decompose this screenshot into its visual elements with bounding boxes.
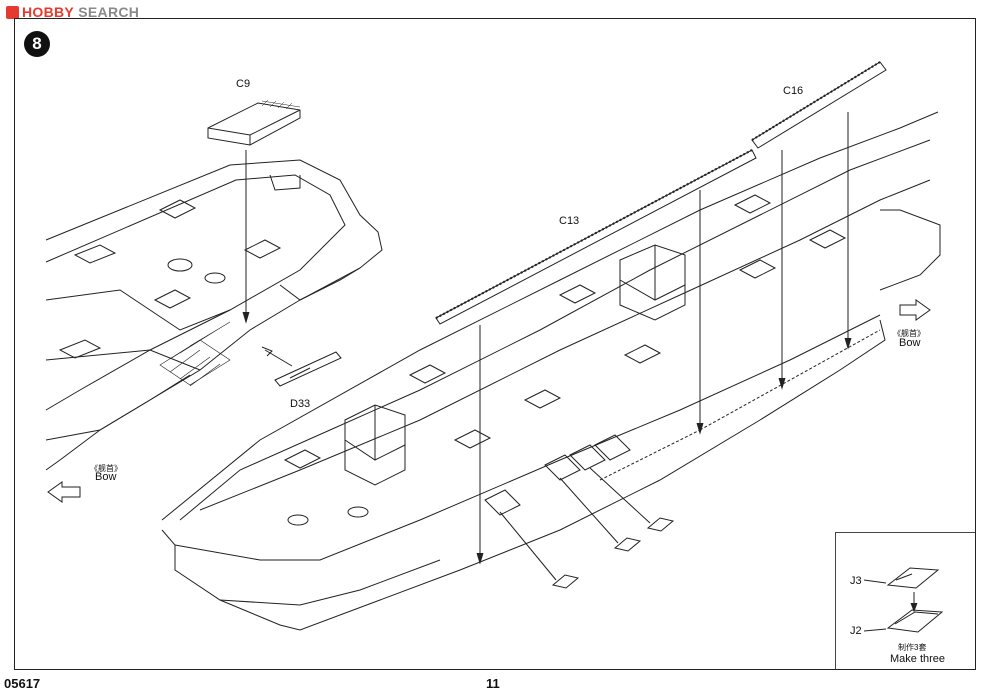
part-label-c9: C9 [236, 78, 251, 90]
part-c16 [751, 61, 887, 149]
make-three-label: Make three [890, 653, 946, 665]
part-label-c13: C13 [559, 215, 580, 227]
part-label-d33: D33 [290, 398, 311, 410]
part-c9 [207, 99, 301, 146]
watermark-text: HOBBY SEARCH [22, 4, 140, 20]
page-number: 11 [486, 676, 500, 691]
bow-cn-label-right: 《舰首》 [893, 329, 925, 338]
left-hull-section [45, 99, 383, 503]
part-label-j3: J3 [850, 575, 862, 587]
step-number-badge: 8 [24, 31, 50, 57]
instruction-frame [14, 18, 976, 670]
hobbysearch-logo-icon [6, 5, 19, 19]
part-label-c16: C16 [783, 85, 804, 97]
boat-inset-panel [835, 532, 975, 669]
hobbysearch-watermark: HOBBY SEARCH [6, 4, 139, 20]
right-hull-section [161, 61, 941, 631]
product-code: 05617 [4, 676, 41, 691]
part-label-j2: J2 [850, 625, 862, 637]
inset-boats [863, 567, 944, 633]
part-d33 [274, 351, 342, 387]
make-three-cn-label: 制作3套 [898, 643, 927, 652]
bow-label-left: Bow [95, 471, 117, 483]
bow-label-right: Bow [899, 337, 921, 349]
left-grid-plate [159, 321, 231, 387]
bow-cn-label-left: 《舰首》 [90, 464, 122, 473]
part-c13 [435, 149, 757, 325]
